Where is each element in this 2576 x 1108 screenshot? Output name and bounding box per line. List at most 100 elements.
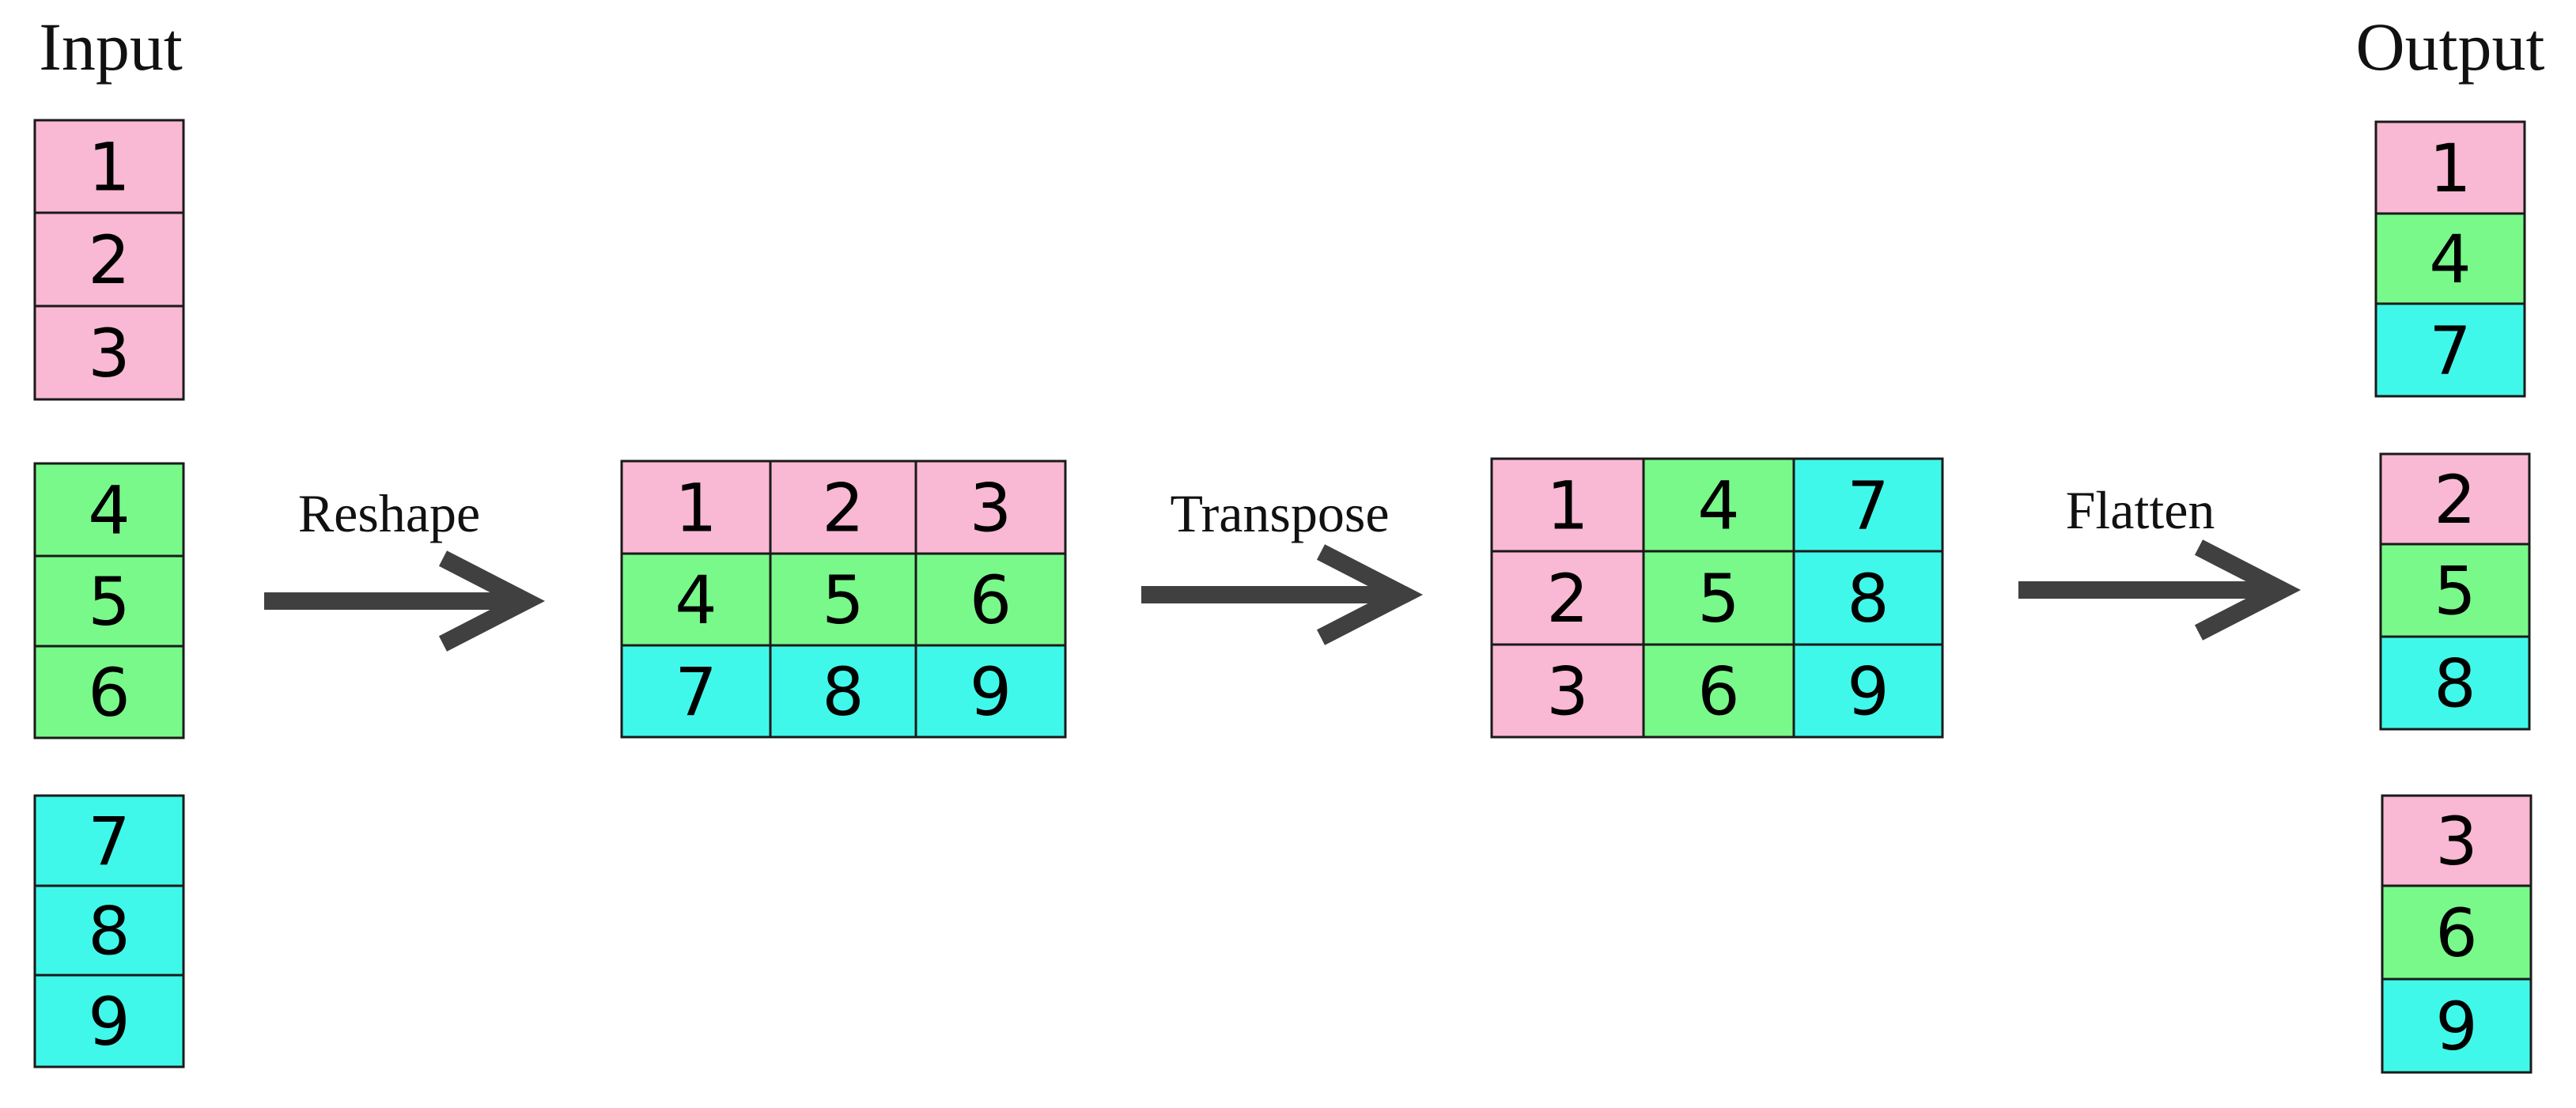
output-cell-7-box xyxy=(2374,302,2526,398)
output-cell-1-value: 1 xyxy=(2429,130,2471,207)
transposed-cell-3-box xyxy=(1490,643,1645,739)
transposed-cell-7: 7 xyxy=(1792,457,1944,553)
reshaped-cell-3-box xyxy=(914,459,1067,555)
reshaped-cell-3-value: 3 xyxy=(970,470,1012,547)
output-cell-4-box xyxy=(2374,212,2526,305)
input-cell-8-box xyxy=(33,884,185,977)
reshaped-cell-7-value: 7 xyxy=(675,653,717,731)
transposed-cell-2-value: 2 xyxy=(1546,560,1588,637)
output-cell-6: 6 xyxy=(2381,884,2532,981)
reshaped-cell-7: 7 xyxy=(620,644,772,739)
transposed-cell-1: 1 xyxy=(1490,457,1645,553)
transposed-cell-2-box xyxy=(1490,550,1645,646)
reshaped-cell-9: 9 xyxy=(914,644,1067,739)
output-cell-1: 1 xyxy=(2374,120,2526,215)
reshaped-cell-3: 3 xyxy=(914,459,1067,555)
input-cell-6-box xyxy=(33,645,185,739)
output-cell-2-box xyxy=(2379,452,2531,546)
transposed-cell-3: 3 xyxy=(1490,643,1645,739)
transposed-cell-2: 2 xyxy=(1490,550,1645,646)
transposed-cell-6: 6 xyxy=(1642,643,1795,739)
transposed-cell-5-box xyxy=(1642,550,1795,646)
input-cell-7-box xyxy=(33,794,185,887)
transposed-cell-9-box xyxy=(1792,643,1944,739)
transposed-cell-6-value: 6 xyxy=(1697,653,1739,731)
output-cell-9-value: 9 xyxy=(2435,988,2477,1065)
reshaped-cell-4-box xyxy=(620,552,772,647)
reshaped-cell-5-value: 5 xyxy=(822,562,864,639)
output-cell-5-value: 5 xyxy=(2434,553,2476,630)
transposed-cell-8-value: 8 xyxy=(1847,560,1889,637)
reshaped-cell-8: 8 xyxy=(769,644,917,739)
reshaped-cell-9-value: 9 xyxy=(970,653,1012,731)
reshape-arrow-icon xyxy=(264,550,546,652)
reshaped-cell-5: 5 xyxy=(769,552,917,647)
reshaped-cell-9-box xyxy=(914,644,1067,739)
output-cell-7-value: 7 xyxy=(2429,312,2471,390)
reshaped-cell-7-box xyxy=(620,644,772,739)
input-cell-6: 6 xyxy=(33,645,185,739)
reshaped-cell-1-value: 1 xyxy=(675,470,717,547)
transposed-cell-7-value: 7 xyxy=(1847,467,1889,545)
input-label: Input xyxy=(39,9,183,85)
transposed-cell-4-value: 4 xyxy=(1697,467,1739,545)
input-cell-4-value: 4 xyxy=(88,472,130,550)
input-cell-1: 1 xyxy=(33,119,185,214)
input-cell-9: 9 xyxy=(33,974,185,1068)
output-cell-8: 8 xyxy=(2379,635,2531,731)
output-cell-4-value: 4 xyxy=(2429,221,2471,298)
input-cell-1-value: 1 xyxy=(88,129,130,206)
input-cell-2-value: 2 xyxy=(88,221,130,299)
transposed-cell-4: 4 xyxy=(1642,457,1795,553)
transposed-cell-9-value: 9 xyxy=(1847,653,1889,731)
input-cell-6-value: 6 xyxy=(88,654,130,732)
reshaped-cell-1-box xyxy=(620,459,772,555)
transposed-cell-3-value: 3 xyxy=(1546,653,1588,731)
input-cell-9-value: 9 xyxy=(88,983,130,1061)
transposed-cell-6-box xyxy=(1642,643,1795,739)
reshaped-cell-8-box xyxy=(769,644,917,739)
output-cell-1-box xyxy=(2374,120,2526,215)
reshaped-cell-6-value: 6 xyxy=(970,562,1012,639)
input-cell-3-box xyxy=(33,304,185,401)
output-cell-2: 2 xyxy=(2379,452,2531,546)
transposed-cell-5-value: 5 xyxy=(1697,560,1739,637)
transposed-cell-1-value: 1 xyxy=(1546,467,1588,545)
reshaped-cell-5-box xyxy=(769,552,917,647)
output-cell-9-box xyxy=(2381,978,2532,1074)
output-cell-8-box xyxy=(2379,635,2531,731)
input-cell-7: 7 xyxy=(33,794,185,887)
output-cell-3-value: 3 xyxy=(2435,803,2477,880)
input-cell-3-value: 3 xyxy=(88,315,130,392)
transposed-cell-5: 5 xyxy=(1642,550,1795,646)
output-cell-7: 7 xyxy=(2374,302,2526,398)
output-cell-8-value: 8 xyxy=(2434,645,2476,723)
reshaped-cell-8-value: 8 xyxy=(822,653,864,731)
transposed-cell-7-box xyxy=(1792,457,1944,553)
flatten-arrow-icon xyxy=(2018,539,2302,641)
reshaped-cell-6: 6 xyxy=(914,552,1067,647)
output-cell-2-value: 2 xyxy=(2434,461,2476,539)
reshaped-cell-6-box xyxy=(914,552,1067,647)
transposed-cell-1-box xyxy=(1490,457,1645,553)
reshaped-cell-2: 2 xyxy=(769,459,917,555)
transposed-cell-9: 9 xyxy=(1792,643,1944,739)
reshape-label: Reshape xyxy=(298,483,480,543)
input-cell-1-box xyxy=(33,119,185,214)
reshaped-cell-4-value: 4 xyxy=(675,562,717,639)
input-cell-3: 3 xyxy=(33,304,185,401)
output-cell-5: 5 xyxy=(2379,543,2531,638)
output-label: Output xyxy=(2356,9,2545,85)
reshaped-cell-4: 4 xyxy=(620,552,772,647)
input-cell-5: 5 xyxy=(33,554,185,648)
transposed-cell-8: 8 xyxy=(1792,550,1944,646)
transposed-cell-8-box xyxy=(1792,550,1944,646)
output-cell-3-box xyxy=(2381,794,2532,887)
output-cell-6-value: 6 xyxy=(2435,894,2477,972)
input-cell-2: 2 xyxy=(33,211,185,308)
output-cell-9: 9 xyxy=(2381,978,2532,1074)
transpose-arrow-icon xyxy=(1141,544,1424,645)
output-cell-5-box xyxy=(2379,543,2531,638)
